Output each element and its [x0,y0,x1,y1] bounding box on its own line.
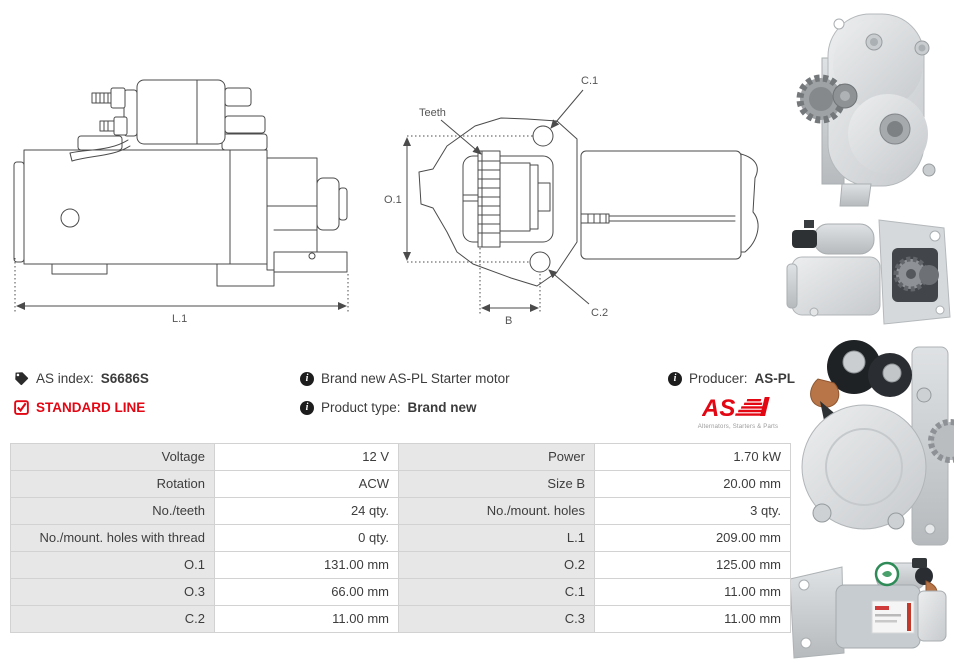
dim-b-label: B [505,315,512,327]
svg-text:AS: AS [702,396,735,420]
spec-row: No./mount. holes with thread 0 qty. L.1 … [10,524,791,552]
starter-gearbox-front-photo[interactable] [784,6,950,208]
spec-value: 20.00 mm [594,470,791,498]
product-type-value: Brand new [407,400,477,415]
spec-value: 11.00 mm [594,578,791,606]
info-icon: i [668,371,682,386]
callout-teeth-label: Teeth [419,107,446,119]
brand-new-text: Brand new AS-PL Starter motor [321,371,510,386]
spec-label: No./mount. holes with thread [10,524,215,552]
spec-label: C.2 [10,605,215,633]
spec-label: No./mount. holes [398,497,595,525]
spec-label: Rotation [10,470,215,498]
spec-value: 125.00 mm [594,551,791,579]
producer-line: i Producer: AS-PL [668,370,795,387]
info-icon: i [300,400,314,415]
checked-checkbox-icon [14,400,29,415]
spec-label: O.2 [398,551,595,579]
spec-value: 131.00 mm [214,551,399,579]
producer-value: AS-PL [754,371,796,386]
spec-value: 12 V [214,443,399,471]
callout-c1-label: C.1 [581,75,598,87]
starter-solenoid-rear-photo[interactable] [784,333,954,555]
spec-label: O.3 [10,578,215,606]
dim-o1-label: O.1 [384,194,402,206]
spec-label: C.3 [398,605,595,633]
spec-value: 11.00 mm [214,605,399,633]
spec-value: 0 qty. [214,524,399,552]
info-icon: i [300,371,314,386]
as-index-line: AS index: S6686S [14,370,149,387]
callout-c2-label: C.2 [591,307,608,319]
info-column-product: i Brand new AS-PL Starter motor i Produc… [300,370,510,416]
starter-side-view-drawing: L.1 [13,79,349,325]
brand-new-line: i Brand new AS-PL Starter motor [300,370,510,387]
as-index-value: S6686S [100,371,149,386]
spec-value: 11.00 mm [594,605,791,633]
dim-l1-label: L.1 [172,313,187,325]
spec-row: Voltage 12 V Power 1.70 kW [10,443,791,471]
info-column-producer: i Producer: AS-PL AS Alternators, [668,370,795,430]
spec-label: Power [398,443,595,471]
info-column-index: AS index: S6686S STANDARD LINE [14,370,149,416]
spec-label: L.1 [398,524,595,552]
spec-label: Size B [398,470,595,498]
spec-value: 209.00 mm [594,524,791,552]
product-type-label: Product type: [321,400,401,415]
spec-row: No./teeth 24 qty. No./mount. holes 3 qty… [10,497,791,525]
spec-label: No./teeth [10,497,215,525]
spec-value: 1.70 kW [594,443,791,471]
spec-label: C.1 [398,578,595,606]
starter-motor-side-photo[interactable] [784,557,957,664]
starter-motor-open-gearbox-photo[interactable] [784,212,954,330]
starter-front-view-drawing: O.1 B C.1 C.2 Teeth [384,75,759,327]
as-index-label: AS index: [36,371,94,386]
as-pl-logo: AS Alternators, Starters & Parts [688,395,788,430]
as-pl-logo-mark: AS [701,395,770,422]
spec-value: 66.00 mm [214,578,399,606]
as-pl-logo-subtext: Alternators, Starters & Parts [697,424,779,430]
spec-row: C.2 11.00 mm C.3 11.00 mm [10,605,791,633]
spec-value: 3 qty. [594,497,791,525]
spec-row: O.3 66.00 mm C.1 11.00 mm [10,578,791,606]
tag-icon [15,372,29,386]
spec-label: Voltage [10,443,215,471]
product-photo-column [784,0,957,664]
producer-label: Producer: [689,371,748,386]
spec-table: Voltage 12 V Power 1.70 kW Rotation ACW … [10,443,791,633]
spec-label: O.1 [10,551,215,579]
spec-row: O.1 131.00 mm O.2 125.00 mm [10,551,791,579]
spec-row: Rotation ACW Size B 20.00 mm [10,470,791,498]
spec-value: 24 qty. [214,497,399,525]
standard-line: STANDARD LINE [14,399,149,416]
spec-value: ACW [214,470,399,498]
product-type-line: i Product type: Brand new [300,399,510,416]
standard-line-label: STANDARD LINE [36,400,146,415]
